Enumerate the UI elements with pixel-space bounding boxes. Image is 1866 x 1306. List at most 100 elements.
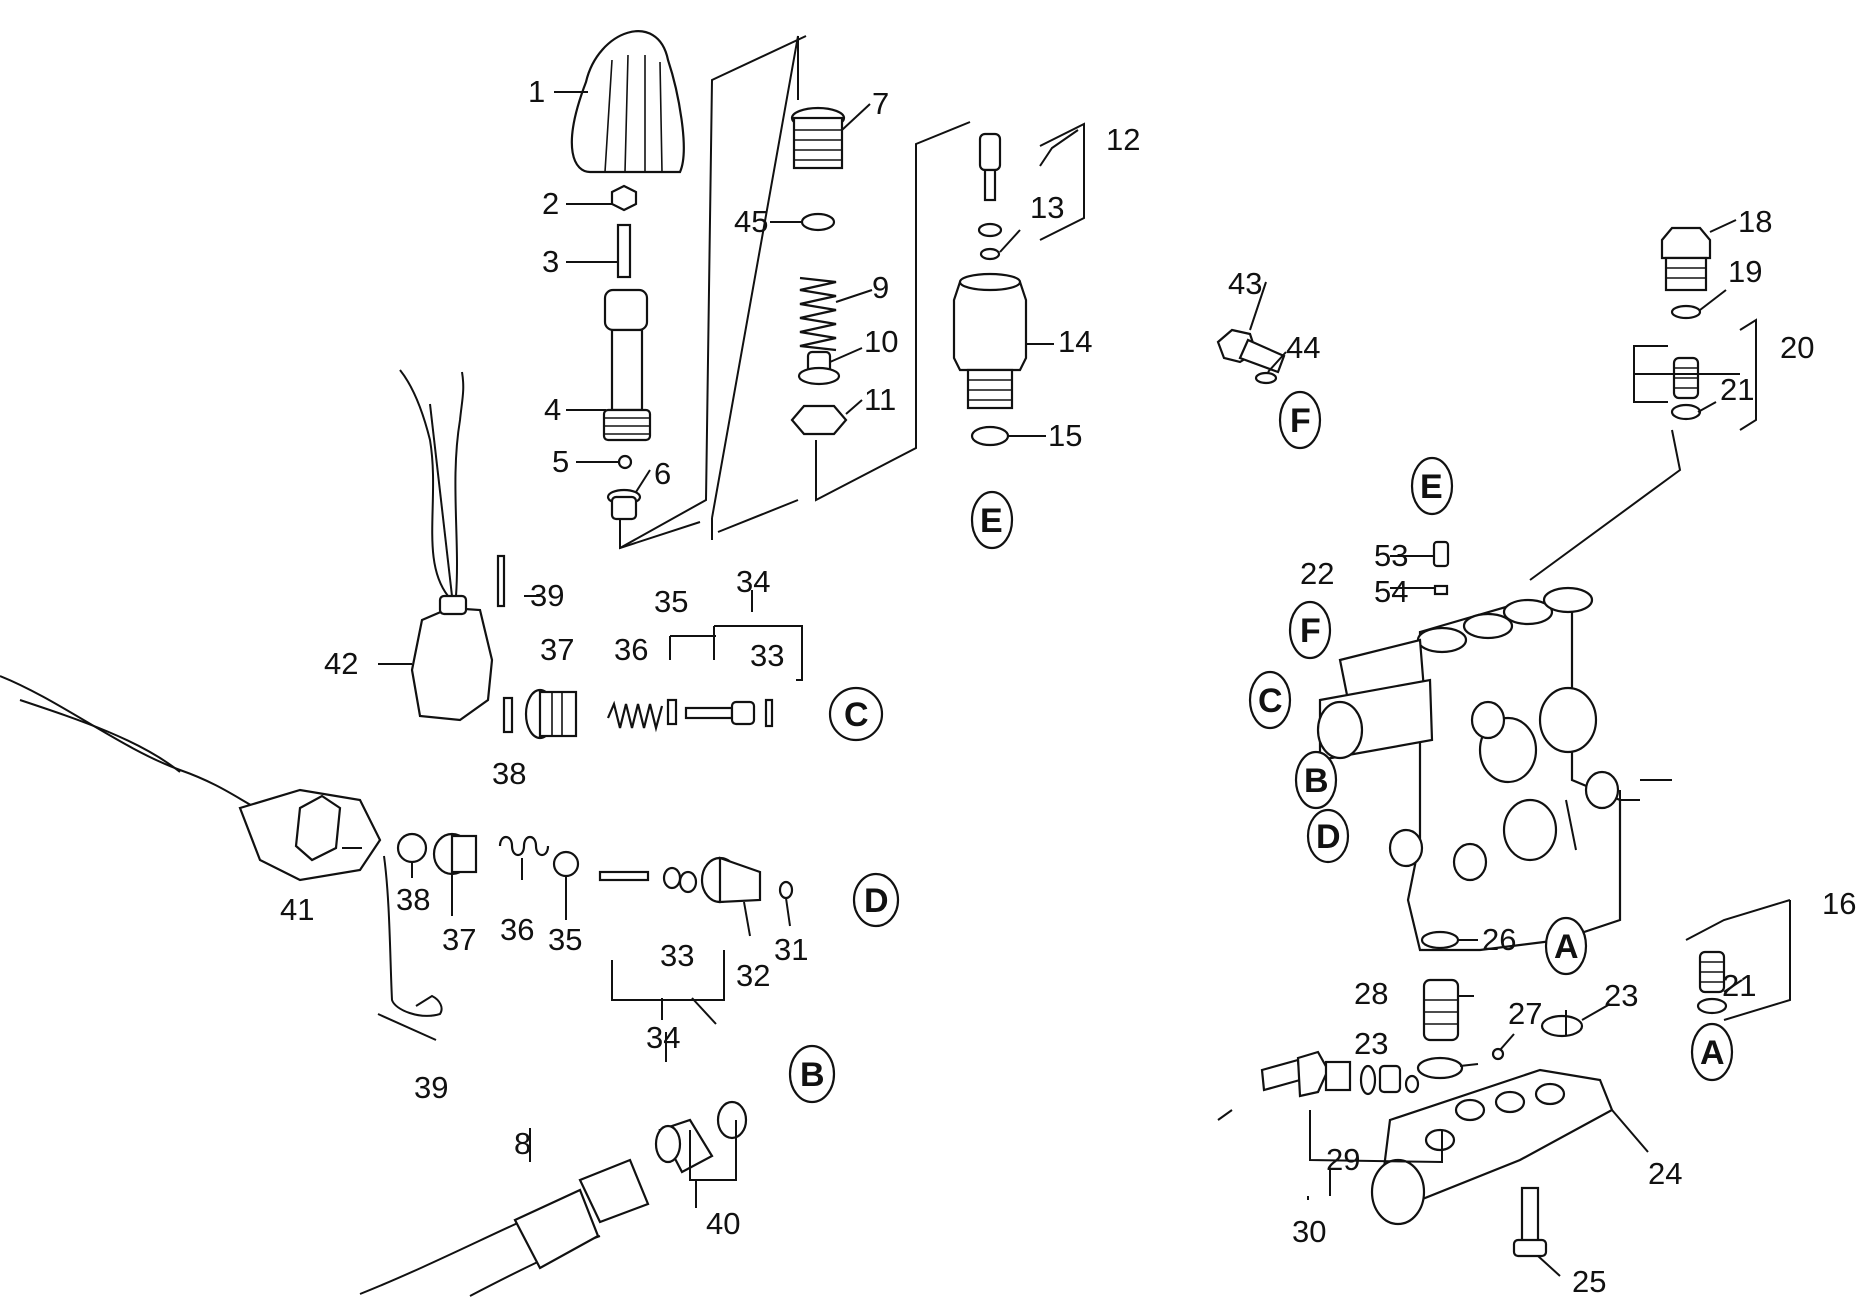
connector-f-label: F [1300, 612, 1321, 650]
label-40: 40 [706, 1206, 740, 1241]
part-piston-rod [598, 870, 650, 882]
connector-c [828, 686, 884, 742]
part-check-valve-16 [1698, 950, 1726, 994]
part-adapter [432, 832, 478, 876]
label-35b: 35 [548, 922, 582, 957]
label-24: 24 [1648, 1156, 1682, 1191]
label-6: 6 [654, 456, 671, 491]
part-stem [978, 132, 1002, 202]
part-oring [800, 212, 836, 232]
part-ball [617, 454, 633, 470]
part-ring [1433, 584, 1449, 596]
part-plug-18 [1660, 226, 1712, 292]
connector-b-label: B [1304, 762, 1329, 800]
label-7: 7 [872, 86, 889, 121]
connector-a [1544, 916, 1588, 976]
label-43: 43 [1228, 266, 1262, 301]
part-manifold [1316, 586, 1622, 952]
part-oring [1670, 403, 1702, 421]
part-threaded-stud [616, 223, 632, 279]
label-35: 35 [654, 584, 688, 619]
label-5: 5 [552, 444, 569, 479]
part-washer [396, 832, 428, 864]
connector-f [1278, 390, 1322, 450]
connector-d [1306, 808, 1350, 864]
connector-e-label: E [980, 502, 1003, 540]
label-2: 2 [542, 186, 559, 221]
connector-f-label: F [1290, 402, 1311, 440]
part-unloader-29-30 [1260, 1050, 1420, 1098]
part-small-ring [979, 247, 1001, 261]
connector-e [1410, 456, 1454, 516]
label-23b: 23 [1354, 1026, 1388, 1061]
part-piston [797, 350, 841, 386]
part-oring [1670, 304, 1702, 320]
label-13: 13 [1030, 190, 1064, 225]
part-screw [1432, 540, 1450, 568]
label-26: 26 [1482, 922, 1516, 957]
connector-tags: E E F F C C B B D D A A [788, 390, 1734, 1104]
part-oring [1540, 1014, 1584, 1038]
connector-a [1690, 1022, 1734, 1082]
part-oring [662, 866, 682, 890]
part-solenoid [399, 369, 494, 722]
label-21b: 21 [1722, 968, 1756, 1003]
label-54: 54 [1374, 574, 1408, 609]
part-seal [1254, 371, 1278, 385]
part-bleed-screw [1216, 328, 1286, 374]
leader-lines [342, 35, 1791, 1277]
label-45: 45 [734, 204, 768, 239]
label-14: 14 [1058, 324, 1092, 359]
part-trigger-gun [0, 675, 382, 882]
label-32: 32 [736, 958, 770, 993]
connector-d [852, 872, 900, 928]
part-fitting [952, 272, 1028, 410]
label-19: 19 [1728, 254, 1762, 289]
label-37: 37 [540, 632, 574, 667]
label-28: 28 [1354, 976, 1388, 1011]
label-38: 38 [492, 756, 526, 791]
connector-b [1294, 750, 1338, 810]
label-10: 10 [864, 324, 898, 359]
label-30: 30 [1292, 1214, 1326, 1249]
label-1: 1 [528, 74, 545, 109]
part-clip [383, 855, 443, 1017]
part-washer [552, 850, 580, 878]
label-9: 9 [872, 270, 889, 305]
part-adapter [524, 688, 578, 740]
label-15: 15 [1048, 418, 1082, 453]
part-plug [790, 106, 846, 170]
connector-b-label: B [800, 1056, 825, 1094]
part-oring [678, 870, 698, 894]
label-21: 21 [1720, 372, 1754, 407]
part-hose [359, 1158, 650, 1297]
part-hose-coupler [654, 1118, 714, 1174]
label-20: 20 [1780, 330, 1814, 365]
connector-c-label: C [1258, 682, 1283, 720]
label-34: 34 [736, 564, 770, 599]
connector-a-label: A [1700, 1034, 1725, 1072]
label-37b: 37 [442, 922, 476, 957]
part-nozzle-fitting [700, 856, 762, 904]
part-piston-rod [684, 700, 756, 726]
label-33: 33 [750, 638, 784, 673]
part-spring [498, 835, 550, 857]
label-39b: 39 [414, 1070, 448, 1105]
label-11: 11 [864, 382, 896, 417]
connector-e-label: E [1420, 468, 1443, 506]
connector-c [1248, 670, 1292, 730]
label-31: 31 [774, 932, 808, 967]
part-pin [764, 698, 774, 728]
part-pin [666, 698, 678, 726]
part-spring [606, 700, 664, 733]
connector-d-label: D [864, 882, 889, 920]
part-bushing [1422, 978, 1460, 1042]
label-3: 3 [542, 244, 559, 279]
part-spring [799, 276, 837, 352]
label-16: 16 [1822, 886, 1856, 921]
label-36: 36 [614, 632, 648, 667]
part-number-labels: 1 2 3 4 5 6 7 45 9 10 11 12 13 14 15 18 … [280, 74, 1856, 1299]
part-small-nut [610, 184, 638, 212]
part-oring [970, 425, 1010, 447]
